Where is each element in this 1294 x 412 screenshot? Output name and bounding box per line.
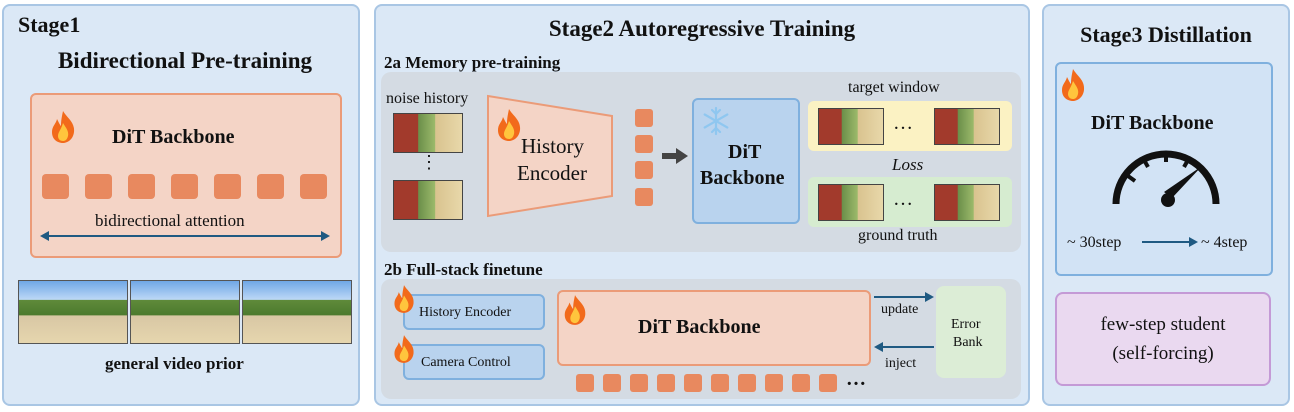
fire-icon (394, 335, 414, 363)
fire-icon (1062, 69, 1085, 101)
student-label-1: few-step student (1100, 314, 1226, 335)
stage3-dit-backbone (1055, 62, 1273, 276)
token (214, 174, 241, 199)
loss-label: Loss (892, 155, 924, 174)
video-frame (18, 280, 128, 344)
fire-icon (498, 109, 521, 141)
video-frame (242, 280, 352, 344)
vertical-dots: ⋮ (420, 152, 438, 172)
steps-from-label: ~ 30step (1067, 234, 1122, 251)
frozen-backbone-label-2: Backbone (700, 167, 785, 189)
token (85, 174, 112, 199)
ellipsis: … (893, 112, 915, 134)
stage1-subtitle: Bidirectional Pre-training (57, 48, 313, 73)
error-bank (936, 286, 1006, 378)
fire-icon (52, 111, 75, 143)
token (635, 135, 653, 153)
update-arrow (874, 292, 934, 302)
history-frame (393, 113, 463, 153)
token (128, 174, 155, 199)
token (257, 174, 284, 199)
token (635, 188, 653, 206)
fire-icon (394, 285, 414, 313)
bidirectional-arrow (40, 231, 330, 241)
token (635, 161, 653, 179)
history-frame (393, 180, 463, 220)
error-bank-label-1: Error (951, 317, 981, 332)
ground-truth-frame (934, 184, 1000, 221)
ground-truth-label: ground truth (858, 227, 938, 244)
frozen-backbone-label-1: DiT (728, 141, 762, 163)
history-encoder-label-1: History (521, 134, 584, 158)
stage2-title: Stage2 Autoregressive Training (548, 16, 856, 41)
history-encoder-box (403, 294, 545, 330)
stage1-title: Stage1 (18, 12, 81, 37)
camera-control-box (403, 344, 545, 380)
token (657, 374, 675, 392)
token (635, 109, 653, 127)
few-step-student (1055, 292, 1271, 386)
token (603, 374, 621, 392)
token (42, 174, 69, 199)
token (684, 374, 702, 392)
history-encoder-box-label: History Encoder (419, 305, 512, 320)
speedometer-icon (1112, 150, 1220, 207)
fire-icon (564, 295, 586, 325)
inject-arrow (874, 342, 934, 352)
update-label: update (881, 302, 919, 317)
token (819, 374, 837, 392)
history-encoder-label-2: Encoder (517, 161, 587, 185)
token (738, 374, 756, 392)
stage2b-dit-backbone (557, 290, 871, 366)
target-frame (818, 108, 884, 145)
stage3-backbone-label: DiT Backbone (1091, 112, 1214, 134)
stage2b-backbone-label: DiT Backbone (638, 316, 761, 338)
general-video-prior-caption: general video prior (105, 354, 244, 373)
stage3-title: Stage3 Distillation (1080, 22, 1252, 47)
frozen-dit-backbone (692, 98, 800, 224)
ground-truth-frame (818, 184, 884, 221)
ellipsis: … (893, 188, 915, 210)
steps-to-label: ~ 4step (1201, 234, 1248, 251)
token (792, 374, 810, 392)
token (711, 374, 729, 392)
noise-history-label: noise history (386, 90, 469, 107)
bidirectional-attention-label: bidirectional attention (95, 211, 245, 230)
token (300, 174, 327, 199)
target-frame (934, 108, 1000, 145)
snowflake-icon (703, 106, 729, 136)
token (630, 374, 648, 392)
stage1-backbone-label: DiT Backbone (112, 126, 235, 148)
error-bank-label-2: Bank (953, 335, 983, 350)
token (576, 374, 594, 392)
arrow-right-icon (662, 148, 688, 164)
student-label-2: (self-forcing) (1112, 343, 1214, 364)
video-frame (130, 280, 240, 344)
camera-control-box-label: Camera Control (421, 355, 511, 370)
steps-arrow (1142, 237, 1198, 247)
ellipsis: … (846, 368, 868, 390)
inject-label: inject (885, 356, 917, 371)
target-window-label: target window (848, 79, 940, 96)
token (765, 374, 783, 392)
stage2b-title: 2b Full-stack finetune (384, 260, 543, 279)
token (171, 174, 198, 199)
stage2a-title: 2a Memory pre-training (384, 53, 561, 72)
